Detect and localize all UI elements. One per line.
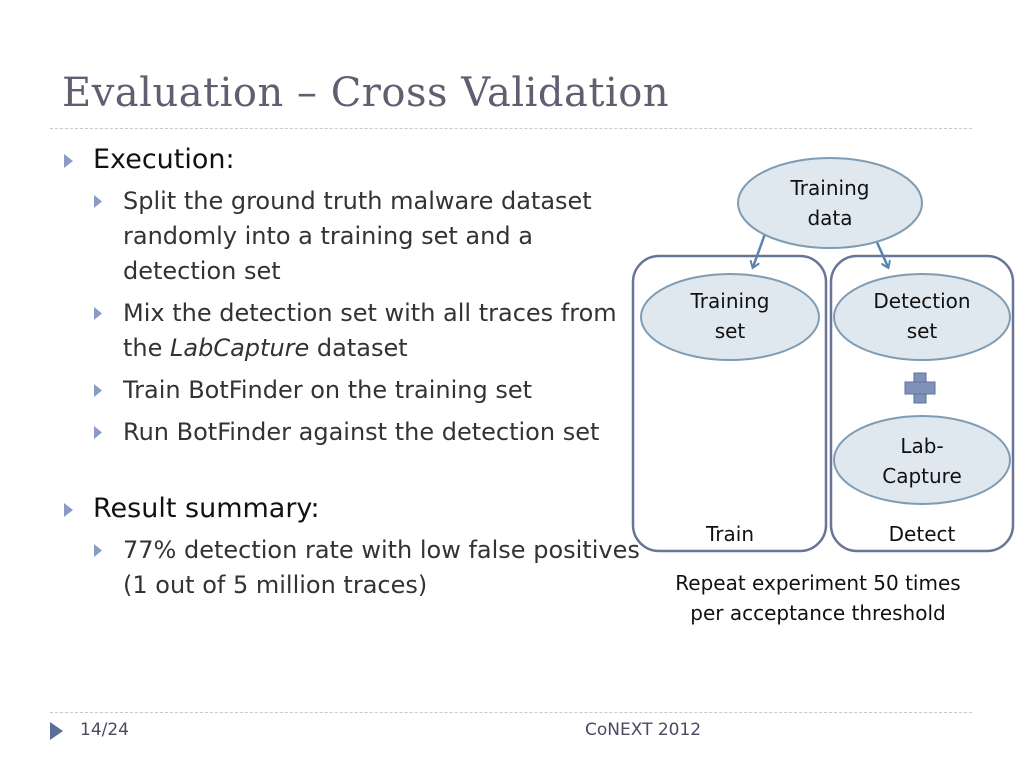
bullet-mix: Mix the detection set with all traces fr… [62, 296, 652, 366]
triangle-bullet-icon [64, 154, 73, 168]
bullet-split: Split the ground truth malware dataset r… [62, 184, 652, 289]
bullet-train: Train BotFinder on the training set [62, 373, 652, 408]
footer-divider [50, 712, 972, 713]
title-divider [50, 128, 972, 129]
bullet-list: Execution: Split the ground truth malwar… [62, 142, 652, 610]
bullet-text: Train BotFinder on the training set [123, 376, 533, 404]
bullet-text: Split the ground truth malware dataset r… [123, 187, 592, 285]
bullet-execution: Execution: [62, 142, 652, 178]
conference-name: CoNEXT 2012 [585, 720, 702, 740]
triangle-bullet-icon [94, 426, 102, 439]
execution-heading: Execution: [93, 144, 235, 175]
lab-capture-label: Lab-Capture [882, 434, 962, 488]
detect-label: Detect [888, 522, 956, 546]
page-number: 14/24 [80, 720, 129, 740]
triangle-bullet-icon [94, 195, 102, 208]
triangle-bullet-icon [94, 544, 102, 557]
triangle-bullet-icon [64, 503, 73, 517]
slide-title: Evaluation – Cross Validation [62, 70, 670, 116]
bullet-text: Mix the detection set with all traces fr… [123, 299, 617, 362]
triangle-bullet-icon [94, 384, 102, 397]
result-heading: Result summary: [93, 493, 320, 524]
plus-icon [904, 372, 936, 404]
train-label: Train [706, 522, 754, 546]
arrow-to-detection-set [874, 239, 888, 267]
bullet-result: Result summary: [62, 491, 652, 527]
triangle-footer-icon [50, 722, 63, 740]
arrow-to-training-set [753, 233, 767, 267]
bullet-text: 77% detection rate with low false positi… [123, 536, 640, 599]
labcapture-italic: LabCapture [170, 334, 310, 362]
bullet-run: Run BotFinder against the detection set [62, 415, 652, 450]
bullet-text: Run BotFinder against the detection set [123, 418, 600, 446]
triangle-bullet-icon [94, 307, 102, 320]
bullet-detection-rate: 77% detection rate with low false positi… [62, 533, 652, 603]
